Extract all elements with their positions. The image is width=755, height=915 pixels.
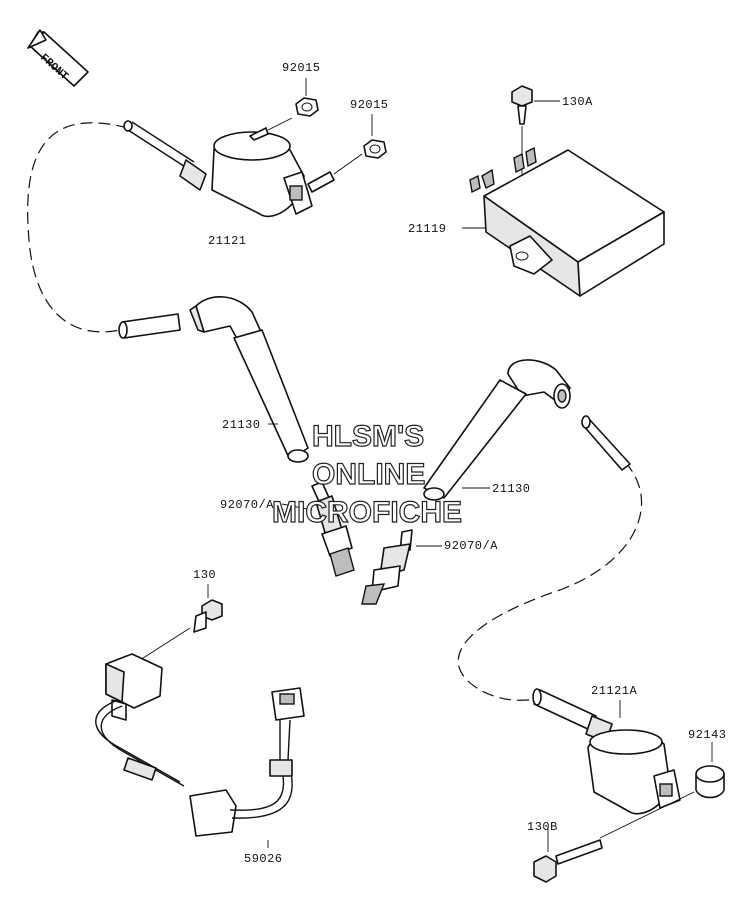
label-21130-left: 21130	[222, 418, 261, 432]
nut-92015-b	[333, 114, 387, 175]
watermark-line-2: ONLINE	[312, 458, 425, 491]
label-21119: 21119	[408, 222, 447, 236]
label-130a: 130A	[562, 95, 593, 109]
watermark: HLSM'S ONLINE MICROFICHE	[271, 419, 462, 529]
label-92015-b: 92015	[350, 98, 389, 112]
collar-92143	[599, 742, 725, 839]
bolt-130	[139, 584, 223, 661]
label-21121: 21121	[208, 234, 247, 248]
spark-plug-right	[361, 529, 442, 605]
front-arrow: FRONT	[27, 29, 89, 87]
plug-cap-left	[118, 296, 309, 463]
label-59026: 59026	[244, 852, 283, 866]
hv-cable-route-left	[27, 122, 129, 333]
nut-92015-a	[267, 78, 319, 131]
pickup-coil-59026	[95, 653, 305, 848]
ignition-coil-lower	[532, 688, 681, 815]
spark-plug-left	[281, 481, 355, 577]
label-92070-left: 92070/A	[220, 498, 274, 512]
label-92070-right: 92070/A	[444, 539, 498, 553]
bolt-130b	[533, 826, 603, 883]
hv-cable-route-right	[457, 461, 643, 701]
cdi-unit-21119	[462, 146, 665, 297]
label-130b: 130B	[527, 820, 558, 834]
plug-cap-right	[423, 359, 631, 501]
watermark-line-3: MICROFICHE	[272, 496, 462, 529]
label-21121a: 21121A	[591, 684, 638, 698]
watermark-line-1: HLSM'S	[312, 420, 424, 453]
label-21130-right: 21130	[492, 482, 531, 496]
ignition-coil-upper	[123, 120, 335, 218]
label-92015-a: 92015	[282, 61, 321, 75]
label-130: 130	[193, 568, 216, 582]
label-92143: 92143	[688, 728, 727, 742]
